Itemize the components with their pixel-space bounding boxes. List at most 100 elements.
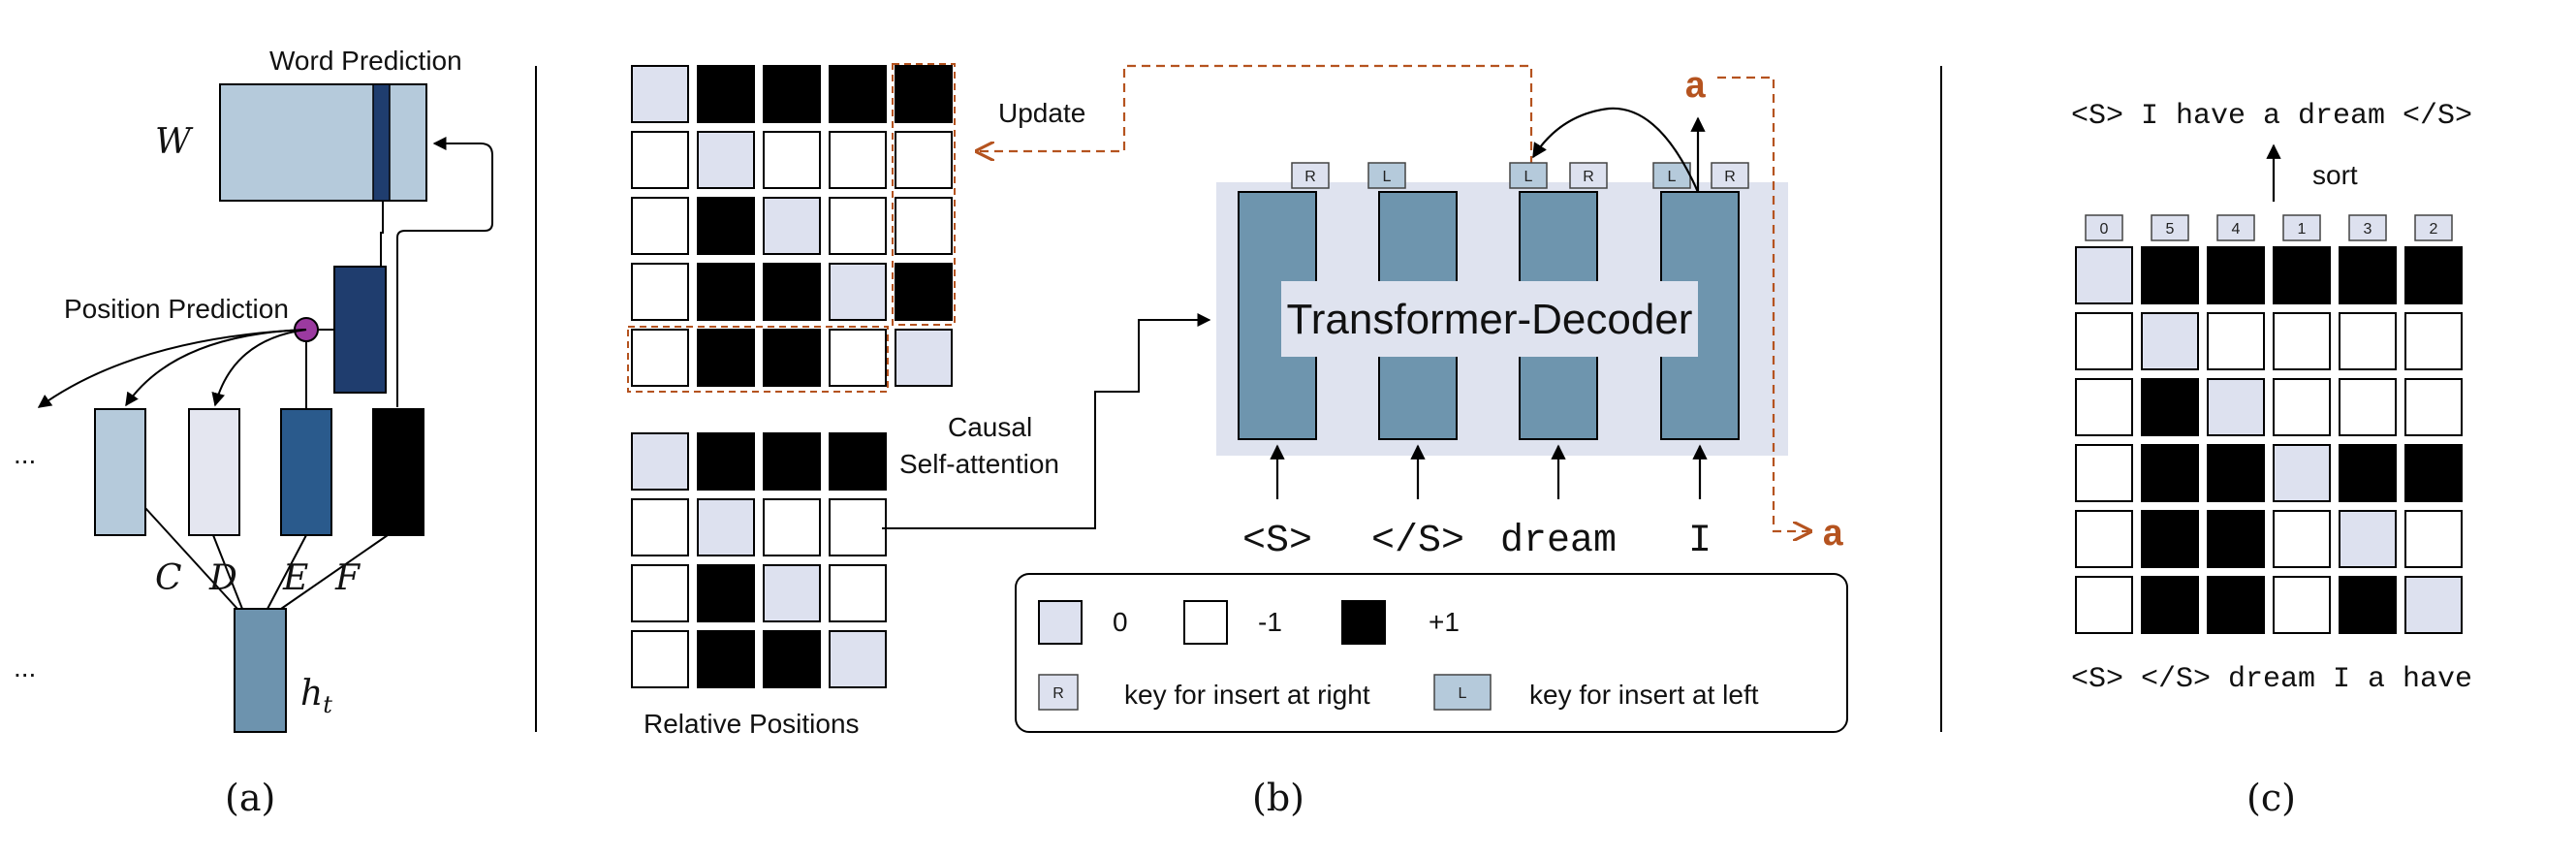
side-token: a bbox=[1822, 515, 1844, 556]
c-to-h-line bbox=[144, 507, 238, 610]
matrix-bottom-cell-2-1 bbox=[697, 564, 755, 622]
matrix-top-cell-2-0 bbox=[631, 197, 689, 255]
badge-r-col3 bbox=[1569, 162, 1608, 189]
f-to-w-arrow bbox=[396, 137, 493, 407]
matrix-bottom-cell-1-0 bbox=[631, 498, 689, 556]
matrix-c-cell-4-1 bbox=[2141, 510, 2199, 568]
matrix-top-cell-2-3 bbox=[829, 197, 887, 255]
matrix-bottom-cell-2-2 bbox=[763, 564, 821, 622]
token-block-e bbox=[280, 408, 332, 536]
position-badge-5 bbox=[2414, 214, 2453, 241]
attention-matrix-top bbox=[631, 65, 953, 387]
badge-r-col4 bbox=[1711, 162, 1749, 189]
matrix-c-cell-3-5 bbox=[2404, 444, 2463, 502]
position-badge-text-5: 2 bbox=[2430, 221, 2438, 238]
badge-l-col2 bbox=[1367, 162, 1406, 189]
legend-neg-text: -1 bbox=[1258, 607, 1282, 637]
input-token-2: </S> bbox=[1371, 520, 1464, 563]
position-badge-1 bbox=[2151, 214, 2189, 241]
d-label: D bbox=[208, 558, 237, 598]
legend-pos-text: +1 bbox=[1429, 607, 1460, 637]
token-block-c bbox=[94, 408, 146, 536]
matrix-bottom-cell-1-2 bbox=[763, 498, 821, 556]
matrix-bottom-cell-0-2 bbox=[763, 432, 821, 491]
relative-positions-label: Relative Positions bbox=[644, 709, 860, 739]
matrix-bottom-cell-0-1 bbox=[697, 432, 755, 491]
input-token-1: <S> bbox=[1242, 520, 1312, 563]
state-block-navy bbox=[333, 266, 387, 394]
sort-label: sort bbox=[2312, 160, 2358, 190]
matrix-top-cell-2-1 bbox=[697, 197, 755, 255]
matrix-top-cell-1-1 bbox=[697, 131, 755, 189]
matrix-c-cell-5-0 bbox=[2075, 576, 2133, 634]
badge-r-col1-text: R bbox=[1304, 169, 1316, 185]
causal-label-line2: Self-attention bbox=[899, 449, 1059, 479]
key-badges: R L L R L R bbox=[1291, 162, 1749, 189]
insert-left-arrow bbox=[1532, 107, 1700, 193]
matrix-top-cell-3-0 bbox=[631, 263, 689, 321]
position-badge-text-0: 0 bbox=[2100, 221, 2109, 238]
relative-positions-matrix bbox=[631, 432, 887, 688]
matrix-c-cell-5-5 bbox=[2404, 576, 2463, 634]
badge-r-col3-text: R bbox=[1583, 169, 1594, 185]
matrix-c-cell-4-0 bbox=[2075, 510, 2133, 568]
matrix-top-cell-0-1 bbox=[697, 65, 755, 123]
matrix-top-cell-3-3 bbox=[829, 263, 887, 321]
badge-l-col4 bbox=[1652, 162, 1691, 189]
caption-c: (c) bbox=[2246, 777, 2296, 819]
legend-left-text: key for insert at left bbox=[1529, 680, 1759, 710]
input-token-4: I bbox=[1688, 520, 1712, 563]
matrix-bottom-cell-1-1 bbox=[697, 498, 755, 556]
bottom-sentence: <S> </S> dream I a have bbox=[2071, 663, 2472, 696]
matrix-bottom-cell-0-3 bbox=[829, 432, 887, 491]
matrix-top-cell-0-0 bbox=[631, 65, 689, 123]
hidden-state-label: ht bbox=[300, 674, 332, 718]
matrix-c-cell-4-5 bbox=[2404, 510, 2463, 568]
matrix-c-cell-2-4 bbox=[2339, 378, 2397, 436]
e-to-h-line bbox=[267, 534, 307, 610]
legend-badge-l bbox=[1433, 674, 1492, 711]
matrix-c-cell-2-3 bbox=[2273, 378, 2331, 436]
e-label: E bbox=[282, 558, 308, 598]
sorted-attention-matrix bbox=[2075, 246, 2463, 634]
caption-a: (a) bbox=[225, 777, 275, 819]
self-attention-connector bbox=[882, 313, 1211, 529]
update-arrow bbox=[979, 64, 1533, 179]
matrix-top-cell-3-2 bbox=[763, 263, 821, 321]
matrix-c-cell-2-0 bbox=[2075, 378, 2133, 436]
matrix-c-cell-5-3 bbox=[2273, 576, 2331, 634]
input-token-3: dream bbox=[1500, 520, 1617, 563]
matrix-top-cell-1-3 bbox=[829, 131, 887, 189]
matrix-top-cell-0-2 bbox=[763, 65, 821, 123]
word-embedding-matrix bbox=[219, 83, 427, 202]
causal-label-line1: Causal bbox=[948, 412, 1032, 442]
caption-b: (b) bbox=[1252, 777, 1304, 819]
matrix-top-cell-1-0 bbox=[631, 131, 689, 189]
matrix-top-cell-4-4 bbox=[895, 329, 953, 387]
matrix-c-cell-5-2 bbox=[2207, 576, 2265, 634]
matrix-top-cell-3-1 bbox=[697, 263, 755, 321]
position-badge-text-4: 3 bbox=[2364, 221, 2372, 238]
ellipsis-top: ... bbox=[14, 439, 36, 469]
highlight-last-row bbox=[627, 326, 889, 393]
panel-a: Word Prediction W Position Prediction ..… bbox=[14, 46, 493, 819]
matrix-c-cell-4-4 bbox=[2339, 510, 2397, 568]
token-block-f bbox=[372, 408, 424, 536]
matrix-bottom-cell-1-3 bbox=[829, 498, 887, 556]
legend-box: 0 -1 +1 R key for insert at right L key … bbox=[1015, 573, 1848, 733]
matrix-c-cell-1-5 bbox=[2404, 312, 2463, 370]
position-badge-2 bbox=[2216, 214, 2255, 241]
badge-r-col4-text: R bbox=[1724, 169, 1736, 185]
node-arrow-d bbox=[211, 329, 307, 407]
f-to-h-line bbox=[280, 534, 389, 610]
legend-swatch-pos bbox=[1341, 600, 1386, 645]
node-arrow-c bbox=[125, 329, 307, 407]
word-prediction-label: Word Prediction bbox=[269, 46, 462, 76]
f-label: F bbox=[334, 558, 361, 598]
position-badge-text-1: 5 bbox=[2166, 221, 2175, 238]
matrix-top-cell-0-4 bbox=[895, 65, 953, 123]
legend-badge-r bbox=[1038, 674, 1079, 711]
position-badge-4 bbox=[2348, 214, 2387, 241]
